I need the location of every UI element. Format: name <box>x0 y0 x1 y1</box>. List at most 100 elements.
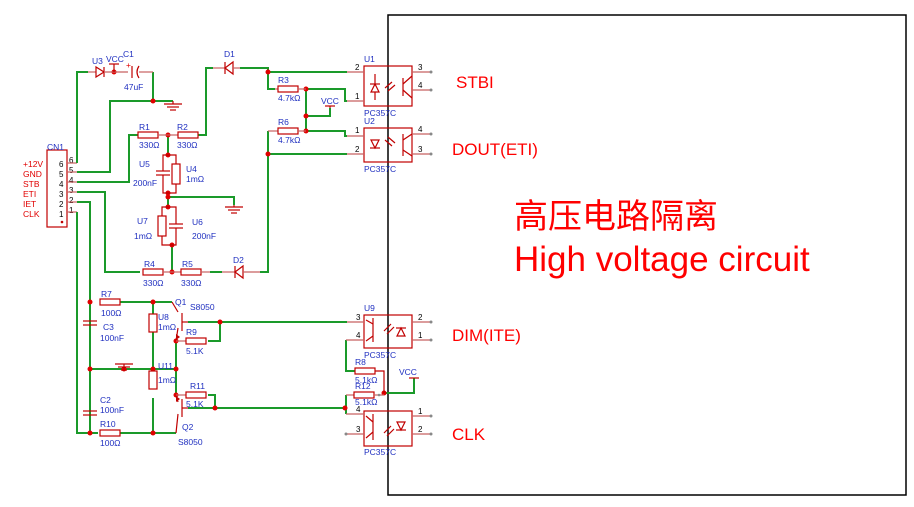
cn1-ref: CN1 <box>47 142 64 152</box>
diode-d2: D2 <box>222 255 260 280</box>
svg-text:4: 4 <box>418 81 423 90</box>
svg-text:6: 6 <box>59 160 64 169</box>
isolation-boundary-box <box>387 14 907 496</box>
svg-text:PC357C: PC357C <box>364 447 396 457</box>
svg-text:3: 3 <box>418 145 423 154</box>
diode-u3: U3 <box>88 56 128 79</box>
title-english: High voltage circuit <box>514 240 810 279</box>
svg-text:C3: C3 <box>103 322 114 332</box>
svg-text:VCC: VCC <box>106 54 124 64</box>
capacitor-c2: C2 100nF <box>83 395 124 416</box>
resistor-r8: R8 5.1kΩ <box>354 357 385 393</box>
svg-text:4.7kΩ: 4.7kΩ <box>278 135 300 145</box>
svg-text:3: 3 <box>69 186 74 195</box>
svg-text:U3: U3 <box>92 56 103 66</box>
capacitor-c3: C3 100nF <box>83 320 124 343</box>
svg-text:+: + <box>126 60 131 70</box>
vcc-symbol-mid: VCC <box>321 96 339 108</box>
svg-text:330Ω: 330Ω <box>143 278 164 288</box>
ground-symbol-mid <box>225 205 243 214</box>
svg-text:100nF: 100nF <box>100 405 124 415</box>
resistor-r7: R7 100Ω <box>99 289 122 318</box>
resistor-r4: R4 330Ω <box>142 259 172 288</box>
svg-text:C2: C2 <box>100 395 111 405</box>
svg-text:4: 4 <box>356 331 361 340</box>
svg-text:R8: R8 <box>355 357 366 367</box>
transistor-q1: Q1 S8050 <box>171 297 215 342</box>
svg-text:100Ω: 100Ω <box>101 308 122 318</box>
resistor-u7: U7 1mΩ <box>134 206 172 246</box>
resistor-u4: U4 1mΩ <box>168 154 204 194</box>
svg-text:6: 6 <box>69 156 74 165</box>
svg-text:D2: D2 <box>233 255 244 265</box>
svg-text:3: 3 <box>356 425 361 434</box>
svg-text:1mΩ: 1mΩ <box>134 231 152 241</box>
ground-symbol-c1 <box>164 101 182 111</box>
svg-text:1: 1 <box>355 126 360 135</box>
svg-text:S8050: S8050 <box>178 437 203 447</box>
optocoupler-u2: 1 2 4 3 U2 PC357C <box>347 116 433 174</box>
svg-text:R5: R5 <box>182 259 193 269</box>
cn1-signal: ETI <box>23 189 36 199</box>
svg-text:5: 5 <box>59 170 64 179</box>
optocoupler-clk: 4 3 1 2 PC357C <box>344 405 433 457</box>
svg-text:S8050: S8050 <box>190 302 215 312</box>
svg-text:U8: U8 <box>158 312 169 322</box>
resistor-r10: R10 100Ω <box>99 419 121 448</box>
resistor-r6: R6 4.7kΩ <box>268 117 306 145</box>
svg-text:Q1: Q1 <box>175 297 187 307</box>
svg-text:PC357C: PC357C <box>364 164 396 174</box>
label-clk: CLK <box>452 425 486 444</box>
svg-text:U2: U2 <box>364 116 375 126</box>
cn1-signal: IET <box>23 199 36 209</box>
svg-text:1mΩ: 1mΩ <box>158 375 176 385</box>
svg-text:5: 5 <box>69 166 74 175</box>
svg-text:4: 4 <box>59 180 64 189</box>
resistor-r12: R12 5.1kΩ <box>346 381 384 407</box>
svg-text:R9: R9 <box>186 327 197 337</box>
svg-text:D1: D1 <box>224 49 235 59</box>
resistor-r3: R3 4.7kΩ <box>275 75 306 103</box>
cn1-signal: GND <box>23 169 42 179</box>
svg-text:4: 4 <box>69 176 74 185</box>
svg-text:100nF: 100nF <box>100 333 124 343</box>
svg-text:47uF: 47uF <box>124 82 143 92</box>
title-chinese: 高压电路隔离 <box>514 198 718 236</box>
vcc-symbol-right: VCC <box>399 367 419 379</box>
svg-text:PC357C: PC357C <box>364 350 396 360</box>
svg-text:1mΩ: 1mΩ <box>186 174 204 184</box>
label-dout-eti: DOUT(ETI) <box>452 140 538 159</box>
resistor-u11: U11 1mΩ <box>148 361 176 390</box>
svg-text:1: 1 <box>59 210 64 219</box>
svg-text:1mΩ: 1mΩ <box>158 322 176 332</box>
svg-text:R6: R6 <box>278 117 289 127</box>
svg-text:330Ω: 330Ω <box>139 140 160 150</box>
svg-text:200nF: 200nF <box>192 231 216 241</box>
transistor-q2: Q2 S8050 <box>175 394 203 447</box>
svg-text:4: 4 <box>418 125 423 134</box>
svg-text:R7: R7 <box>101 289 112 299</box>
vcc-symbol-top: VCC <box>106 54 124 72</box>
svg-text:2: 2 <box>59 200 64 209</box>
svg-text:U11: U11 <box>158 361 173 371</box>
ground-symbol-bottom <box>115 363 133 371</box>
svg-text:R12: R12 <box>355 381 371 391</box>
svg-text:U5: U5 <box>139 159 150 169</box>
resistor-r2: R2 330Ω <box>168 122 199 150</box>
svg-text:C1: C1 <box>123 49 134 59</box>
diode-d1: D1 <box>213 49 240 76</box>
svg-text:3: 3 <box>418 63 423 72</box>
resistor-r9: R9 5.1K <box>176 327 207 356</box>
svg-text:PC357C: PC357C <box>364 108 396 118</box>
svg-text:5.1K: 5.1K <box>186 346 204 356</box>
cn1-signal: STB <box>23 179 40 189</box>
svg-text:Q2: Q2 <box>182 422 194 432</box>
resistor-r1: R1 330Ω <box>137 122 168 150</box>
svg-text:U9: U9 <box>364 303 375 313</box>
svg-text:5.1kΩ: 5.1kΩ <box>355 375 377 385</box>
svg-text:2: 2 <box>69 196 74 205</box>
svg-text:U7: U7 <box>137 216 148 226</box>
label-stbi: STBI <box>456 73 494 92</box>
svg-text:R2: R2 <box>177 122 188 132</box>
svg-text:R3: R3 <box>278 75 289 85</box>
